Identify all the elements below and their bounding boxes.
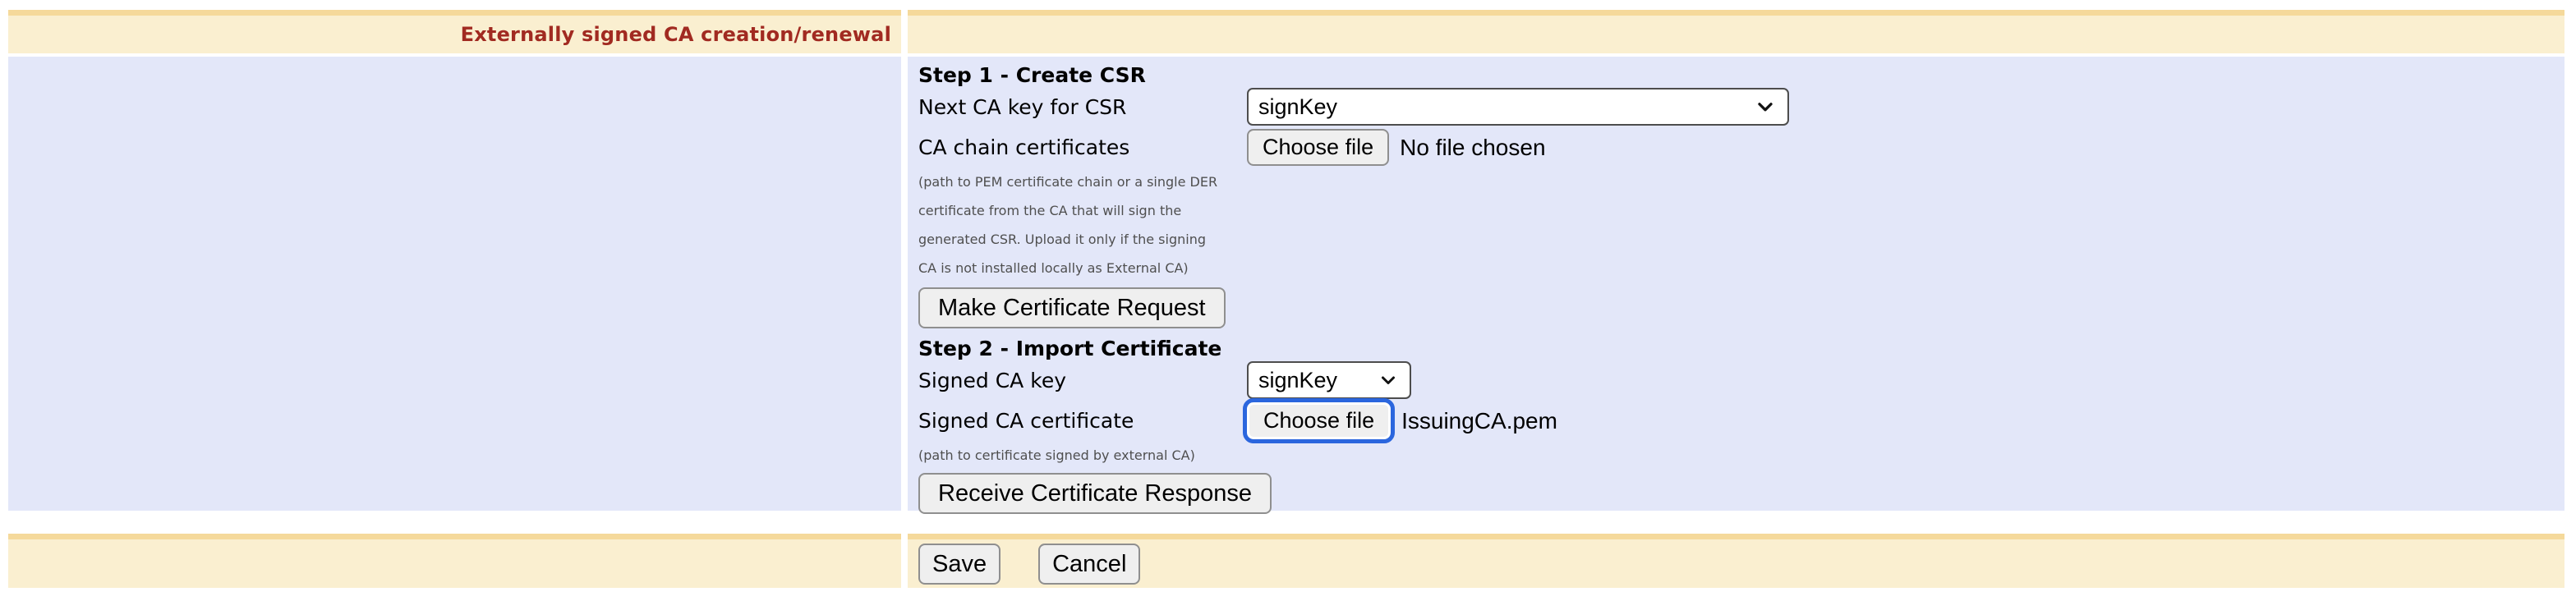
form-right-cell: Step 1 - Create CSR Next CA key for CSR … xyxy=(908,57,2564,514)
form-left-cell xyxy=(8,57,901,511)
ca-chain-label: CA chain certificates xyxy=(918,135,1130,159)
ca-chain-row: CA chain certificates Choose file No fil… xyxy=(918,129,2564,166)
form-row: Step 1 - Create CSR Next CA key for CSR … xyxy=(8,57,2564,514)
ca-chain-choose-file-button[interactable]: Choose file xyxy=(1247,129,1390,166)
signed-ca-cert-label: Signed CA certificate xyxy=(918,409,1134,433)
ca-chain-file-status: No file chosen xyxy=(1400,134,1546,160)
chevron-down-icon xyxy=(1378,370,1398,390)
next-ca-key-row: Next CA key for CSR signKey xyxy=(918,88,2564,126)
section-title-cell: Externally signed CA creation/renewal xyxy=(8,10,901,53)
signed-ca-key-label: Signed CA key xyxy=(918,368,1066,392)
next-ca-key-select[interactable]: signKey xyxy=(1247,88,1789,126)
page-title: Externally signed CA creation/renewal xyxy=(460,23,891,46)
make-certificate-request-button[interactable]: Make Certificate Request xyxy=(918,287,1226,328)
signed-ca-key-row: Signed CA key signKey xyxy=(918,361,2564,399)
actions-right-cell: Save Cancel xyxy=(908,534,2564,588)
signed-ca-key-value: signKey xyxy=(1258,367,1338,392)
step2-heading: Step 2 - Import Certificate xyxy=(918,336,1222,360)
save-button[interactable]: Save xyxy=(918,544,1001,585)
receive-certificate-response-button[interactable]: Receive Certificate Response xyxy=(918,473,1272,514)
actions-row: Save Cancel xyxy=(8,534,2564,588)
signed-ca-cert-choose-file-button[interactable]: Choose file xyxy=(1242,398,1396,443)
section-title-row: Externally signed CA creation/renewal xyxy=(8,10,2564,53)
signed-ca-cert-file-name: IssuingCA.pem xyxy=(1401,407,1557,434)
next-ca-key-label: Next CA key for CSR xyxy=(918,94,1127,119)
signed-ca-cert-note: (path to certificate signed by external … xyxy=(918,447,1195,463)
signed-ca-cert-row: Signed CA certificate Choose file Issuin… xyxy=(918,398,2564,443)
next-ca-key-value: signKey xyxy=(1258,94,1338,119)
actions-left-cell xyxy=(8,534,901,588)
note-line: (path to PEM certificate chain or a sing… xyxy=(918,174,1218,190)
ca-chain-note: (path to PEM certificate chain or a sing… xyxy=(918,167,2564,282)
section-title-cell-right xyxy=(908,10,2564,53)
note-line: CA is not installed locally as External … xyxy=(918,260,1189,276)
note-line: certificate from the CA that will sign t… xyxy=(918,203,1182,218)
step1-heading: Step 1 - Create CSR xyxy=(918,62,1146,87)
chevron-down-icon xyxy=(1755,96,1776,117)
note-line: generated CSR. Upload it only if the sig… xyxy=(918,232,1206,247)
cancel-button[interactable]: Cancel xyxy=(1038,544,1141,585)
signed-ca-key-select[interactable]: signKey xyxy=(1247,361,1411,399)
